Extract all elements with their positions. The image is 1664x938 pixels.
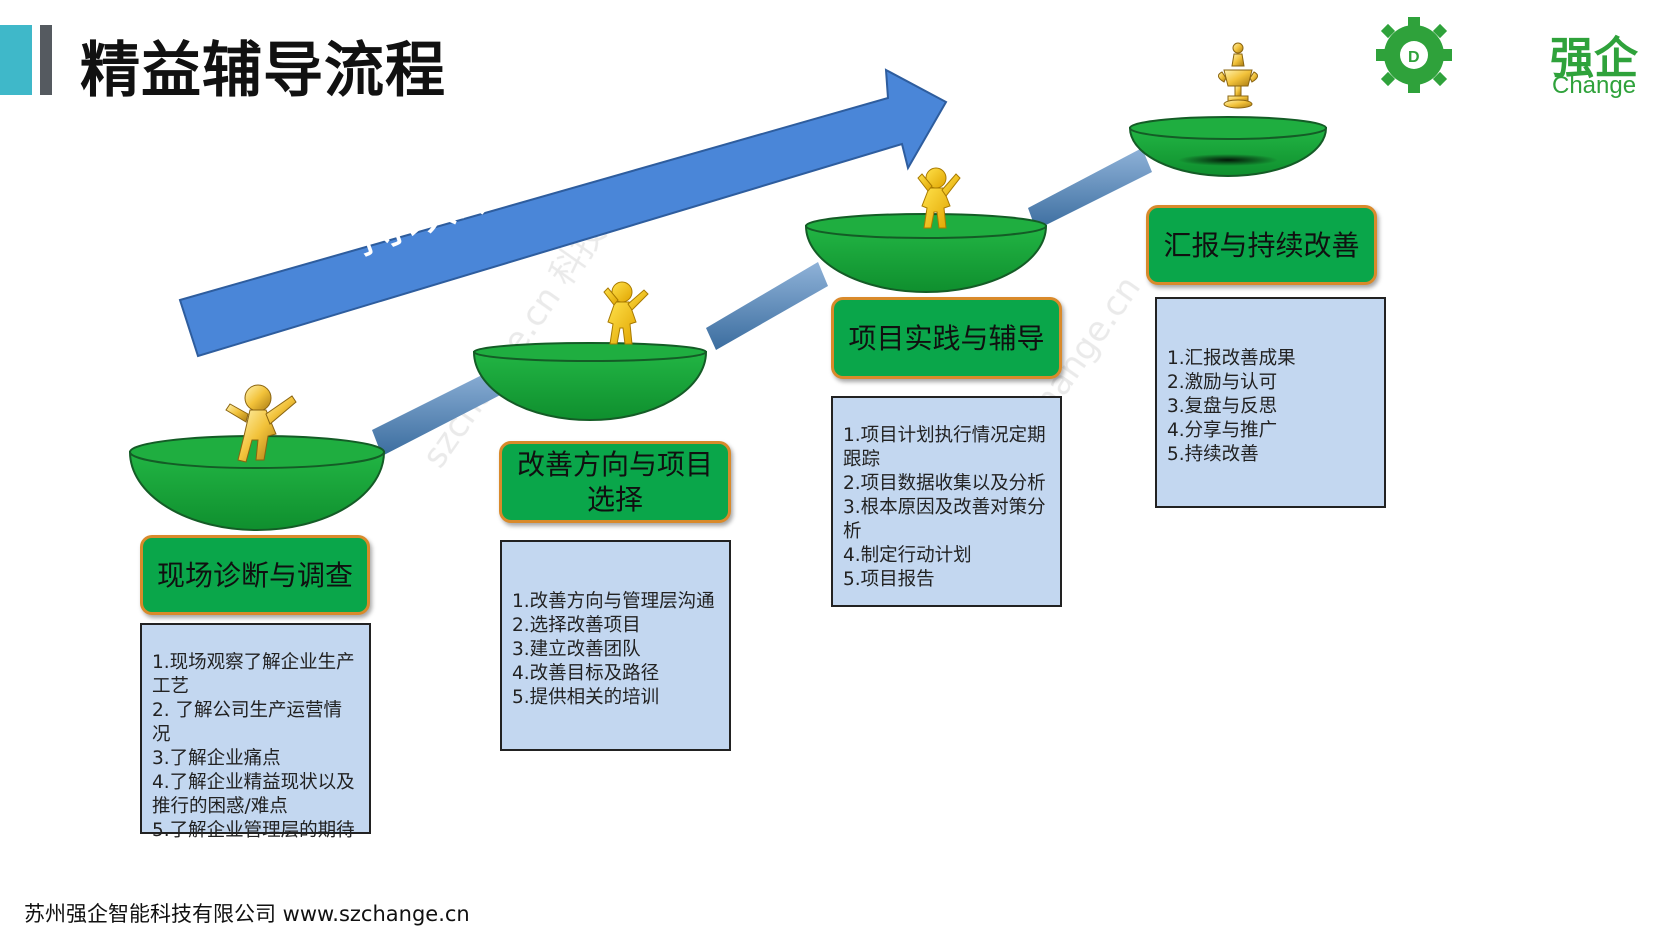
title-accent-bar <box>0 25 32 95</box>
list-item: 3.复盘与反思 <box>1167 396 1278 417</box>
connector-ramps <box>372 148 1152 456</box>
list-item: 3.了解企业痛点 <box>152 748 281 769</box>
list-item: 1.汇报改善成果 <box>1167 348 1296 369</box>
list-item: 4.了解企业精益现状以及推行的困惑/难点 <box>152 772 355 817</box>
logo-name-cn: 强企 <box>1550 33 1638 84</box>
stage-detail-box-4: 1.汇报改善成果 2.激励与认可 3.复盘与反思 4.分享与推广 5.持续改善 <box>1155 297 1386 508</box>
list-item: 1.项目计划执行情况定期跟踪 <box>843 425 1046 470</box>
list-item: 5.了解企业管理层的期待 <box>152 820 355 841</box>
list-item: 2.选择改善项目 <box>512 615 641 636</box>
list-item: 1.现场观察了解企业生产工艺 <box>152 652 355 697</box>
stage-detail-box-1: 1.现场观察了解企业生产工艺 2. 了解公司生产运营情况 3.了解企业痛点 4.… <box>140 623 371 841</box>
person-figure-yellow-icon <box>603 281 649 345</box>
list-item: 4.制定行动计划 <box>843 545 972 566</box>
logo-name-en: Change <box>1552 72 1637 99</box>
stage-label-4: 汇报与持续改善 <box>1146 205 1377 285</box>
list-item: 3.根本原因及改善对策分析 <box>843 497 1046 542</box>
stage-label-2: 改善方向与项目 选择 <box>499 441 731 523</box>
bowl-4 <box>1128 116 1328 177</box>
list-item: 4.改善目标及路径 <box>512 663 660 684</box>
title-accent-bar-gray <box>40 25 52 95</box>
list-item: 2.项目数据收集以及分析 <box>843 473 1046 494</box>
list-item: 5.提供相关的培训 <box>512 687 660 708</box>
stage-label-3: 项目实践与辅导 <box>831 297 1062 379</box>
person-figure-yellow-icon <box>917 167 961 229</box>
list-item: 2. 了解公司生产运营情况 <box>152 700 343 745</box>
list-item: 5.项目报告 <box>843 569 935 590</box>
stage-label-1: 现场诊断与调查 <box>140 535 370 615</box>
list-item: 2.激励与认可 <box>1167 372 1278 393</box>
bowl-2 <box>472 342 708 421</box>
page-title: 精益辅导流程 <box>80 36 446 106</box>
stage-detail-box-3: 1.项目计划执行情况定期跟踪 2.项目数据收集以及分析 3.根本原因及改善对策分… <box>831 396 1062 607</box>
svg-text:D: D <box>1408 49 1420 66</box>
stage-detail-box-2: 1.改善方向与管理层沟通 2.选择改善项目 3.建立改善团队 4.改善目标及路径… <box>500 540 731 751</box>
banner-arrow <box>178 68 948 358</box>
trophy-icon <box>1218 42 1258 109</box>
list-item: 1.改善方向与管理层沟通 <box>512 591 715 612</box>
list-item: 5.持续改善 <box>1167 444 1259 465</box>
gear-logo-icon: D <box>1376 17 1452 93</box>
footer-company: 苏州强企智能科技有限公司 www.szchange.cn <box>24 902 470 926</box>
person-figure-gold-icon <box>225 384 297 463</box>
list-item: 3.建立改善团队 <box>512 639 641 660</box>
list-item: 4.分享与推广 <box>1167 420 1278 441</box>
